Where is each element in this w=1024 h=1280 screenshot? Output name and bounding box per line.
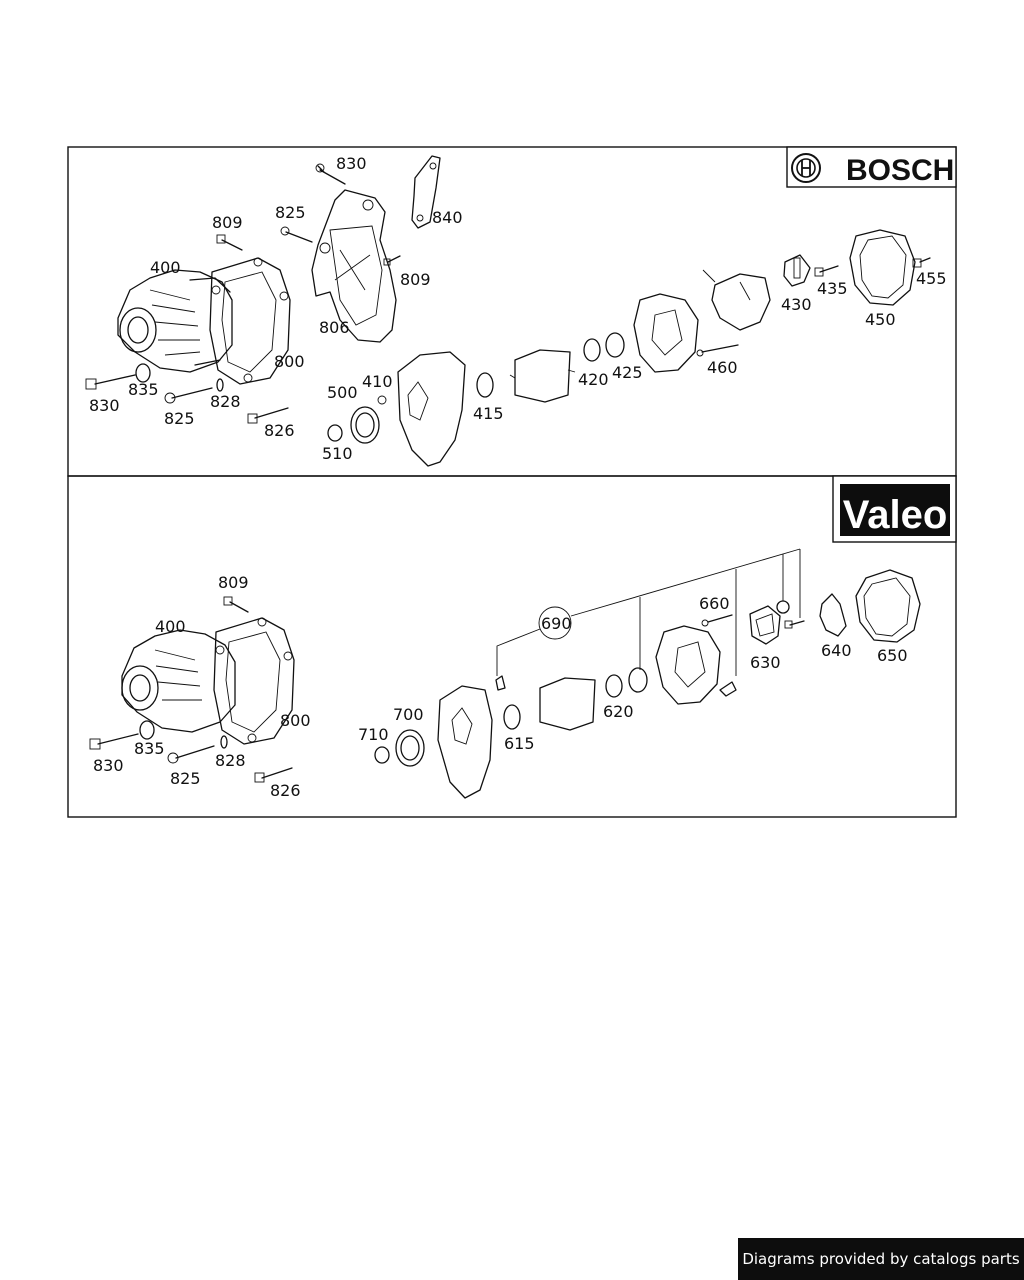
label-830: 830 <box>89 396 120 415</box>
label-500: 500 <box>327 383 358 402</box>
label-615: 615 <box>504 734 535 753</box>
label-620: 620 <box>603 702 634 721</box>
bosch-bolts <box>85 163 931 424</box>
label-460: 460 <box>707 358 738 377</box>
bosch-logo: BOSCH <box>786 146 957 188</box>
label-435: 435 <box>817 279 848 298</box>
valeo-pulley-cover <box>374 685 493 799</box>
bosch-logo-text: BOSCH <box>846 154 954 187</box>
label-650: 650 <box>877 646 908 665</box>
label-825: 825 <box>170 769 201 788</box>
valeo-cover-640 <box>819 593 847 637</box>
label-430: 430 <box>781 295 812 314</box>
valeo-logo-text: Valeo <box>843 493 948 537</box>
bosch-alternator-body <box>117 269 233 373</box>
label-825: 825 <box>164 409 195 428</box>
bosch-rear-cover-450 <box>849 229 916 306</box>
valeo-panel-frame <box>67 475 957 818</box>
label-660: 660 <box>699 594 730 613</box>
footer-credit: Diagrams provided by catalogs parts <box>738 1238 1024 1280</box>
bosch-panel-frame <box>67 146 957 477</box>
label-800: 800 <box>274 352 305 371</box>
label-806: 806 <box>319 318 350 337</box>
label-410: 410 <box>362 372 393 391</box>
label-690: 690 <box>541 614 572 633</box>
label-826: 826 <box>270 781 301 800</box>
label-455: 455 <box>916 269 947 288</box>
label-700: 700 <box>393 705 424 724</box>
label-400: 400 <box>155 617 186 636</box>
label-826: 826 <box>264 421 295 440</box>
label-835: 835 <box>128 380 159 399</box>
label-830: 830 <box>93 756 124 775</box>
valeo-housing-800 <box>213 617 295 745</box>
label-835: 835 <box>134 739 165 758</box>
bosch-part-labels: 830 825 840 809 809 400 806 800 835 830 … <box>89 154 947 463</box>
bosch-bracket-806 <box>311 189 397 343</box>
label-809: 809 <box>400 270 431 289</box>
label-630: 630 <box>750 653 781 672</box>
valeo-logo: Valeo <box>832 475 957 543</box>
valeo-regulator-630 <box>749 605 781 645</box>
label-425: 425 <box>612 363 643 382</box>
label-510: 510 <box>322 444 353 463</box>
label-828: 828 <box>215 751 246 770</box>
bosch-rectifier-regulator <box>702 254 811 331</box>
label-840: 840 <box>432 208 463 227</box>
bosch-housing-800 <box>209 257 291 385</box>
label-450: 450 <box>865 310 896 329</box>
label-809: 809 <box>218 573 249 592</box>
label-830: 830 <box>336 154 367 173</box>
label-809: 809 <box>212 213 243 232</box>
bosch-plate-840 <box>411 155 441 229</box>
valeo-690-callout-lines <box>496 548 801 676</box>
valeo-rear-cover-650 <box>855 569 921 643</box>
valeo-bolts <box>89 596 805 783</box>
bosch-rotor-internals <box>476 293 699 403</box>
label-800: 800 <box>280 711 311 730</box>
label-400: 400 <box>150 258 181 277</box>
valeo-part-labels: 809 400 800 830 835 825 828 826 710 700 … <box>93 573 908 800</box>
valeo-rotor-internals <box>495 625 737 731</box>
label-828: 828 <box>210 392 241 411</box>
label-415: 415 <box>473 404 504 423</box>
valeo-alternator-body <box>121 629 236 733</box>
bosch-pulley-cover <box>327 351 466 467</box>
label-640: 640 <box>821 641 852 660</box>
label-420: 420 <box>578 370 609 389</box>
label-825: 825 <box>275 203 306 222</box>
label-710: 710 <box>358 725 389 744</box>
